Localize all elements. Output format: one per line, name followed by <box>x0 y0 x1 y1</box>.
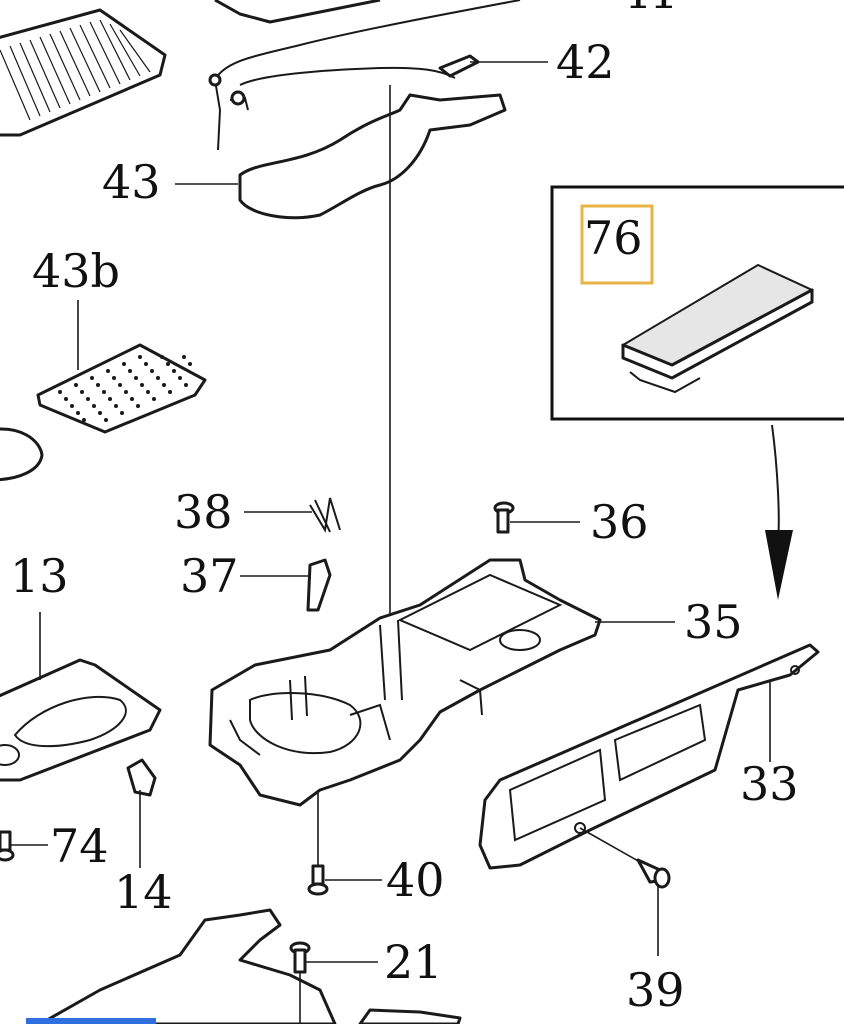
screw-39-part <box>636 858 671 889</box>
mat-perforation-dot <box>128 369 132 373</box>
mat-perforation-dot <box>140 383 144 387</box>
screw-40-part <box>307 864 329 896</box>
mat-perforation-dot <box>182 355 186 359</box>
bottom-right-part <box>358 1008 462 1024</box>
mat-perforation-dot <box>160 355 164 359</box>
mat-perforation-dot <box>114 404 118 408</box>
left-trim-piece <box>0 427 44 482</box>
label-37: 37 <box>180 549 239 603</box>
mat-perforation-dot <box>138 355 142 359</box>
label-14: 14 <box>114 865 173 919</box>
label-33: 33 <box>740 757 799 811</box>
label-42: 42 <box>556 35 615 89</box>
clip-14-part <box>126 758 157 797</box>
mat-perforation-dot <box>130 397 134 401</box>
mat-perforation-dot <box>82 418 86 422</box>
mat-perforation-dot <box>92 404 96 408</box>
mat-perforation-dot <box>108 397 112 401</box>
mat-perforation-dot <box>96 383 100 387</box>
inset-pointer-arrow <box>765 424 793 600</box>
mat-perforation-dot <box>162 383 166 387</box>
mat-perforation-dot <box>136 404 140 408</box>
label-43b: 43b <box>32 244 120 298</box>
mat-perforation-dot <box>168 390 172 394</box>
mat-perforation-dot <box>64 397 68 401</box>
label-76: 76 <box>584 211 643 265</box>
label-13: 13 <box>10 549 69 603</box>
label-39: 39 <box>626 963 685 1017</box>
label-35: 35 <box>684 595 743 649</box>
mat-perforation-dot <box>80 390 84 394</box>
mat-perforation-dot <box>178 376 182 380</box>
foam-seal-part <box>238 93 507 220</box>
label-21: 21 <box>384 935 443 989</box>
mat-perforation-dot <box>134 376 138 380</box>
mat-perforation-dot <box>58 390 62 394</box>
label-43: 43 <box>102 155 161 209</box>
mat-perforation-dot <box>112 376 116 380</box>
mat-perforation-dot <box>124 390 128 394</box>
part-76-highlight-box <box>580 204 654 285</box>
mat-perforation-dot <box>188 362 192 366</box>
mat-perforation-dot <box>144 362 148 366</box>
perforated-mat-part <box>36 343 207 434</box>
mat-perforation-dot <box>70 404 74 408</box>
screw-74-part <box>0 830 15 862</box>
mat-perforation-dot <box>118 383 122 387</box>
mat-perforation-dot <box>86 397 90 401</box>
label-41: 41 <box>620 0 679 19</box>
label-40: 40 <box>386 853 445 907</box>
mat-perforation-dot <box>102 390 106 394</box>
mat-perforation-dot <box>106 369 110 373</box>
mat-perforation-dot <box>166 362 170 366</box>
corner-badge <box>26 1018 156 1024</box>
detail-inset-box <box>550 185 844 421</box>
gear-shift-panel-part <box>0 658 162 782</box>
screw-36-part <box>493 501 515 534</box>
label-74: 74 <box>50 819 109 873</box>
mat-perforation-dot <box>74 383 78 387</box>
mat-perforation-dot <box>98 411 102 415</box>
side-trim-panel-part <box>478 643 820 870</box>
console-frame-part <box>208 558 602 807</box>
mat-perforation-dot <box>104 418 108 422</box>
mat-perforation-dot <box>122 362 126 366</box>
mat-perforation-dot <box>76 411 80 415</box>
mat-perforation-dot <box>172 369 176 373</box>
wire-clip-part <box>309 497 341 533</box>
mat-perforation-dot <box>156 376 160 380</box>
filter-panel-part <box>0 8 167 137</box>
leader-lines <box>10 61 771 1024</box>
mat-perforation-dot <box>90 376 94 380</box>
mat-perforation-dot <box>152 397 156 401</box>
cover-cap-part <box>306 558 332 612</box>
label-36: 36 <box>590 495 649 549</box>
top-cover-part <box>214 0 381 24</box>
mat-perforation-dot <box>184 383 188 387</box>
mat-perforation-dot <box>120 411 124 415</box>
screw-21-part <box>289 941 311 974</box>
bottom-bracket-part <box>38 908 337 1024</box>
label-38: 38 <box>174 485 233 539</box>
mat-perforation-dot <box>146 390 150 394</box>
mat-perforation-dot <box>150 369 154 373</box>
